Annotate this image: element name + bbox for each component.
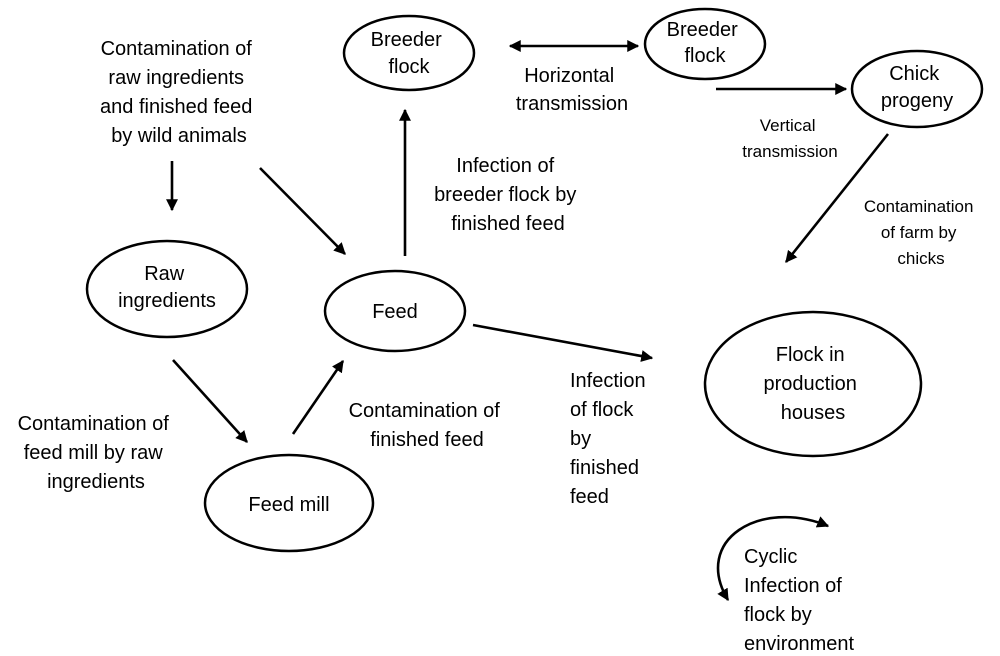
- arrow-raw-ingredients-to-feed-mill: [172, 359, 248, 443]
- arrow-wild-animals-to-feed: [259, 167, 346, 255]
- arrow-feed-to-flock: [472, 323, 654, 362]
- label-breeder-flock-infection: Infection of breeder flock by finished f…: [434, 155, 582, 235]
- arrow-chicks-to-farm: [784, 133, 890, 263]
- node-breeder-flock-2: Breeder flock: [643, 7, 767, 81]
- svg-text:Feed: Feed: [372, 301, 418, 323]
- node-feed-mill: Feed mill: [203, 453, 375, 553]
- svg-text:Breeder flock: Breeder flock: [371, 29, 448, 78]
- label-farm-contamination: Contamination of farm by chicks: [864, 197, 978, 268]
- label-cyclic-infection: Cyclic Infection of flock by environment: [744, 546, 855, 655]
- svg-text:Flock in production: Flock in production houses: [764, 344, 863, 424]
- label-finished-feed-contamination: Contamination of finished feed: [349, 400, 506, 451]
- label-flock-infection: Infection of flock by finished feed: [570, 370, 651, 508]
- svg-text:Feed mill: Feed mill: [248, 494, 329, 516]
- label-horizontal-transmission: Horizontal transmission: [516, 65, 628, 115]
- label-vertical-transmission: Vertical transmission: [742, 116, 837, 161]
- svg-text:Raw ingredients: Raw ingredients: [118, 263, 216, 312]
- arrow-feed-mill-to-feed: [291, 360, 345, 435]
- node-chick-progeny: Chick progeny: [850, 49, 984, 129]
- node-flock-in-production-houses: Flock in production houses: [703, 310, 923, 458]
- cyclic-infection-arrow: [716, 515, 830, 602]
- svg-text:Breeder flock: Breeder flock: [667, 19, 744, 67]
- node-feed: Feed: [323, 269, 467, 353]
- node-breeder-flock-1: Breeder flock: [342, 14, 476, 92]
- label-feed-mill-contamination: Contamination of feed mill by raw ingred…: [18, 413, 175, 493]
- svg-text:Chick progeny: Chick progeny: [881, 63, 953, 112]
- node-raw-ingredients: Raw ingredients: [85, 239, 249, 339]
- label-wild-animals-contamination: Contamination of raw ingredients and fin…: [100, 38, 258, 147]
